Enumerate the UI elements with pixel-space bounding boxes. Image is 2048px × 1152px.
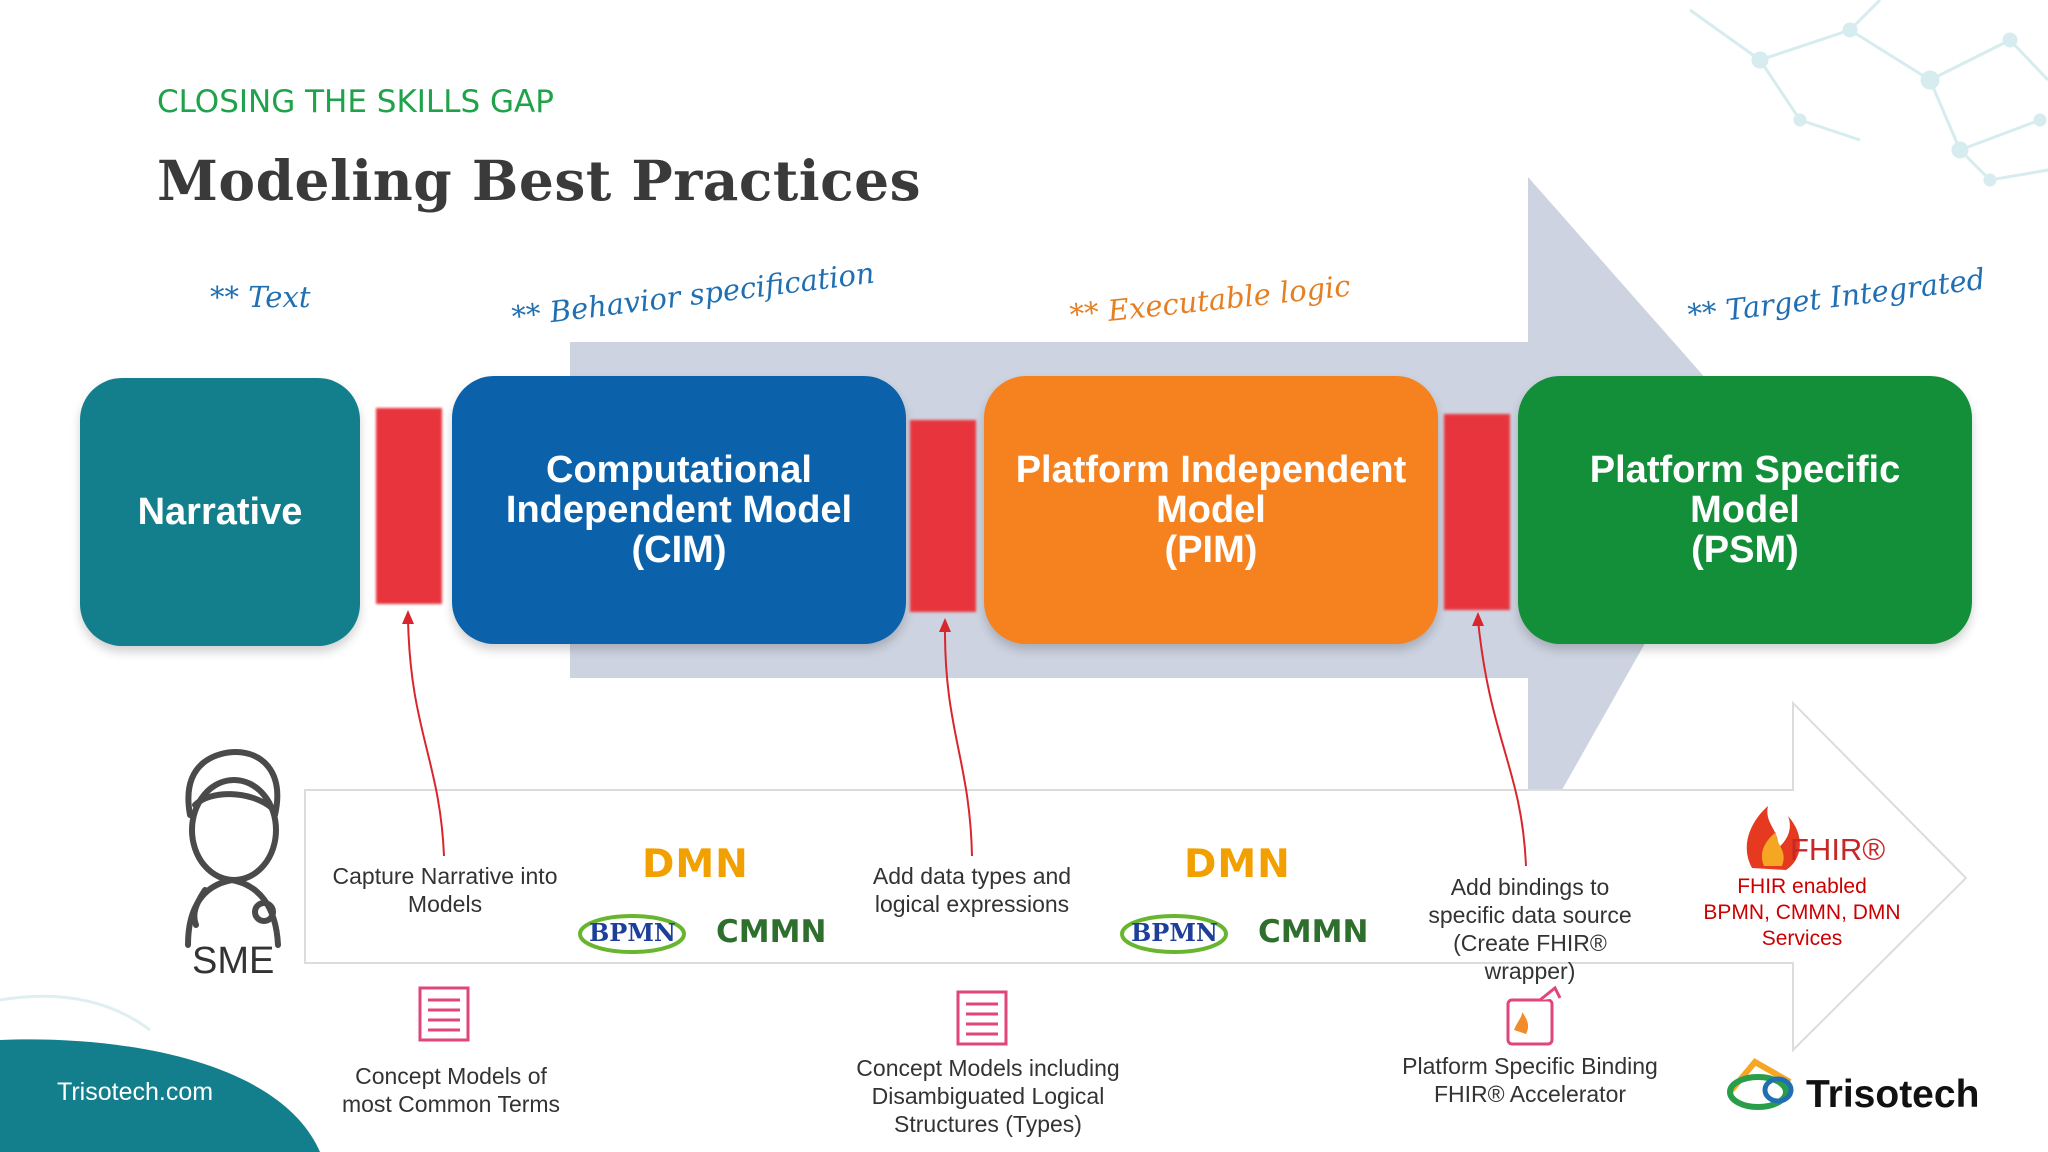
fhir-logo-text: FHIR®: [1790, 832, 1886, 867]
connector-arrowhead-3: [1472, 612, 1484, 626]
connector-line-3: [1477, 619, 1527, 867]
connector-arrowhead-2: [939, 618, 951, 632]
cmmn-logo: CMMN: [1258, 914, 1369, 950]
transition-bar-3: [1444, 414, 1510, 610]
connector-line-2: [943, 624, 973, 857]
dmn-logo: DMN: [1184, 842, 1291, 887]
trisotech-logo-icon: [1727, 1058, 1794, 1110]
connector-arrowhead-1: [402, 610, 414, 624]
fhir-package-icon: [1506, 985, 1562, 1046]
dmn-logo: DMN: [642, 842, 749, 887]
stage-label: Platform Specific Model (PSM): [1589, 449, 1901, 571]
document-icon: [956, 990, 1008, 1046]
step-caption-bindings: Add bindings to specific data source (Cr…: [1428, 874, 1632, 984]
bpmn-logo-ring: [1120, 914, 1228, 954]
step-caption-capture: Capture Narrative into Models: [332, 863, 558, 917]
footer-website[interactable]: Trisotech.com: [57, 1078, 214, 1106]
doctor-icon: [185, 748, 281, 948]
bpmn-logo: BPMN: [589, 918, 676, 947]
transition-bar-2: [910, 420, 976, 612]
lower-process-arrow: [304, 700, 1968, 1053]
bpmn-logo: BPMN: [1131, 918, 1218, 947]
brand-logo-text: Trisotech: [1806, 1073, 1980, 1116]
stage-label: Platform Independent Model (PIM): [1015, 449, 1407, 571]
fhir-flame-icon: [1746, 806, 1800, 870]
section-kicker: CLOSING THE SKILLS GAP: [157, 84, 554, 120]
transition-bar-1: [376, 408, 442, 604]
network-decoration: [1689, 0, 2048, 187]
fhir-enabled-caption: FHIR enabled BPMN, CMMN, DMN Services: [1703, 875, 1901, 950]
artifact-caption-fhir-accelerator: Platform Specific Binding FHIR® Accelera…: [1402, 1053, 1658, 1107]
step-caption-data-types: Add data types and logical expressions: [872, 863, 1072, 917]
stage-label: Narrative: [137, 491, 303, 533]
stage-psm: Platform Specific Model (PSM): [1518, 376, 1972, 644]
footer-wave: [0, 1039, 320, 1152]
artifact-caption-logical-structures: Concept Models including Disambiguated L…: [856, 1055, 1120, 1137]
connector-line-1: [407, 617, 445, 857]
stage-pim: Platform Independent Model (PIM): [984, 376, 1438, 644]
annotation-text: ** Text: [210, 280, 311, 314]
stage-cim: Computational Independent Model (CIM): [452, 376, 906, 644]
artifact-caption-concept-models: Concept Models of most Common Terms: [341, 1063, 561, 1117]
document-icon: [418, 986, 470, 1042]
stage-narrative: Narrative: [80, 378, 360, 646]
stage-label: Computational Independent Model (CIM): [505, 449, 853, 571]
page-title: Modeling Best Practices: [157, 148, 922, 213]
cmmn-logo: CMMN: [716, 914, 827, 950]
sme-label: SME: [192, 940, 275, 982]
bpmn-logo-ring: [578, 914, 686, 954]
